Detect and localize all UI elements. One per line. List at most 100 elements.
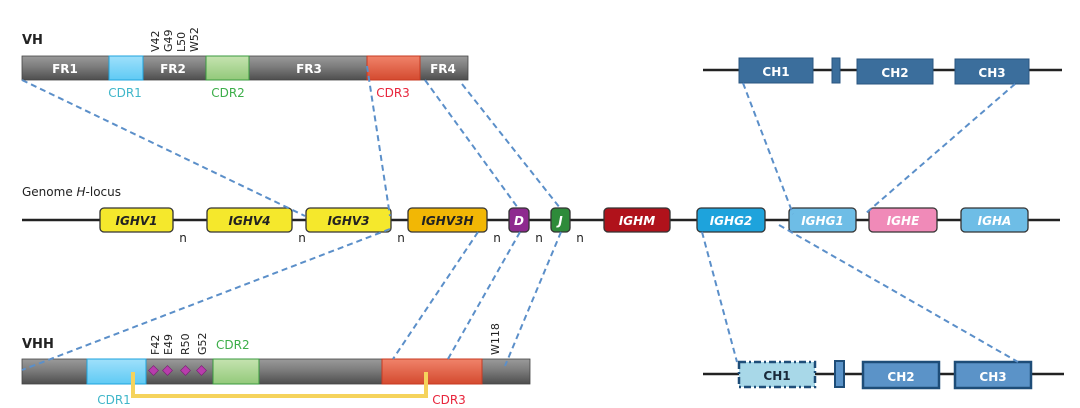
link-ighv3h-to-vhh-cdr3: [392, 231, 479, 360]
gene-ighe: IGHE: [868, 207, 938, 233]
vh-fr3-label: FR3: [296, 62, 322, 76]
vhh-chain: VHH F42 E49 R50 G52 CDR2 W118 CDR1 CDR3: [21, 323, 531, 407]
gene-igha: IGHA: [960, 207, 1029, 233]
top-ch3-domain: [954, 58, 1030, 85]
hallmark-diamond: [162, 365, 173, 376]
gene-ighv3h: IGHV3H n: [407, 207, 501, 245]
vh-residue-label: V42: [149, 30, 162, 52]
gene-ighv3: IGHV3 n: [305, 207, 405, 245]
gene-d: Dn: [508, 207, 543, 245]
gene-label: IGHE: [887, 214, 920, 228]
gene-label: IGHM: [619, 214, 655, 228]
genome-title-prefix: Genome: [22, 185, 77, 199]
bottom-ch1-label: CH1: [763, 369, 790, 383]
vh-fr1-label: FR1: [52, 62, 78, 76]
gene-box: [603, 207, 671, 233]
gene-label: IGHV3H: [421, 214, 473, 228]
bottom-ch2-label: CH2: [887, 370, 914, 384]
vhh-cdr2-segment: [212, 358, 260, 385]
repeat-marker: n: [397, 231, 405, 245]
gene-label: IGHG2: [710, 214, 753, 228]
link-ighg2-to-bottom-ch1: [701, 231, 738, 363]
link-vh-fr4-to-j: [461, 83, 561, 209]
gene-label: IGHA: [978, 214, 1012, 228]
link-top-ch3-to-ighg1: [864, 83, 1016, 215]
top-ch3-label: CH3: [978, 66, 1005, 80]
link-vh-cdr3-to-ighv3-end: [366, 65, 391, 217]
constant-region-bottom: CH1 CH2 CH3: [703, 360, 1064, 390]
vh-cdr1-label: CDR1: [108, 86, 142, 100]
gene-box: [788, 207, 857, 233]
gene-box: [206, 207, 293, 233]
vh-cdr3-label: CDR3: [376, 86, 410, 100]
bottom-ch3-domain: [953, 360, 1033, 390]
link-vh-start-to-ighv3: [21, 79, 306, 217]
genome-title-suffix: -locus: [86, 185, 121, 199]
gene-box: [696, 207, 766, 233]
vhh-cdr1-segment: [86, 358, 147, 385]
link-top-ch1-to-ighg1: [742, 82, 794, 215]
vh-chain: VH FR1 FR2 FR3 FR4 CDR1 CDR2 CDR3 V42 G4…: [21, 27, 469, 100]
vh-residue-label: L50: [175, 32, 188, 52]
vh-fr2-label: FR2: [160, 62, 186, 76]
bottom-ch2-domain: [861, 360, 941, 390]
vhh-cdr3-segment: [381, 358, 483, 385]
gene-label: IGHV3: [328, 214, 370, 228]
gene-label: IGHV1: [116, 214, 158, 228]
gene-ighv1: IGHV1 n: [99, 207, 187, 245]
mapping-lines: [21, 65, 1019, 371]
gene-ighm: IGHM: [603, 207, 671, 233]
gene-j: Jn: [550, 207, 584, 245]
vhh-cdr1-label: CDR1: [97, 393, 131, 407]
hallmark-diamond: [180, 365, 191, 376]
vh-cdr2-segment: [205, 55, 250, 81]
link-ighg2-to-bottom-ch3: [778, 224, 1019, 363]
gene-box: [99, 207, 174, 233]
gene-label: IGHG1: [801, 214, 844, 228]
link-vh-cdr3-to-d: [424, 79, 519, 209]
repeat-marker: n: [493, 231, 501, 245]
vhh-residue-label: F42: [149, 335, 162, 355]
vh-fr4-label: FR4: [430, 62, 456, 76]
vhh-residue-label: G52: [196, 332, 209, 355]
repeat-marker: n: [179, 231, 187, 245]
disulfide-bond: [131, 372, 428, 398]
link-ighv3-to-vhh-start: [21, 228, 391, 371]
top-hinge-domain: [831, 57, 841, 84]
genome-locus: Genome H-locus IGHV1 n IGHV4 n IGHV3 n IGHV3H n…: [22, 185, 1060, 245]
repeat-marker: n: [535, 231, 543, 245]
vh-cdr3-segment: [366, 55, 421, 81]
gene-ighv4: IGHV4 n: [206, 207, 306, 245]
vhh-residue-label: E49: [162, 334, 175, 355]
top-ch2-domain: [856, 58, 934, 85]
gene-label: J: [556, 214, 563, 228]
gene-box: [407, 207, 488, 233]
vh-cdr1-segment: [108, 55, 144, 81]
link-d-to-vhh-cdr3: [447, 231, 521, 360]
hallmark-diamond: [148, 365, 159, 376]
top-ch1-label: CH1: [762, 65, 789, 79]
vhh-residue-label: R50: [179, 333, 192, 355]
genome-title: Genome H-locus: [22, 185, 121, 199]
gene-label: IGHV4: [229, 214, 271, 228]
vhh-title: VHH: [22, 337, 54, 352]
constant-region-top: CH1 CH2 CH3: [703, 57, 1062, 85]
bottom-ch1-missing-domain: [737, 360, 817, 389]
bottom-hinge-domain: [834, 360, 845, 388]
top-ch1-domain: [738, 57, 814, 84]
top-ch2-label: CH2: [881, 66, 908, 80]
vh-residue-label: W52: [188, 27, 201, 52]
hallmark-residues: [148, 365, 207, 376]
vhh-cdr2-label: CDR2: [216, 338, 250, 352]
genome-title-italic: H: [77, 185, 86, 199]
gene-ighg1: IGHG1: [788, 207, 857, 233]
vh-residue-label: G49: [162, 29, 175, 52]
repeat-marker: n: [576, 231, 584, 245]
hallmark-diamond: [196, 365, 207, 376]
vhh-w118-label: W118: [489, 323, 502, 355]
repeat-marker: n: [298, 231, 306, 245]
vh-title: VH: [22, 33, 43, 48]
link-j-to-vhh-w118: [504, 231, 562, 367]
gene-label: D: [514, 214, 524, 228]
